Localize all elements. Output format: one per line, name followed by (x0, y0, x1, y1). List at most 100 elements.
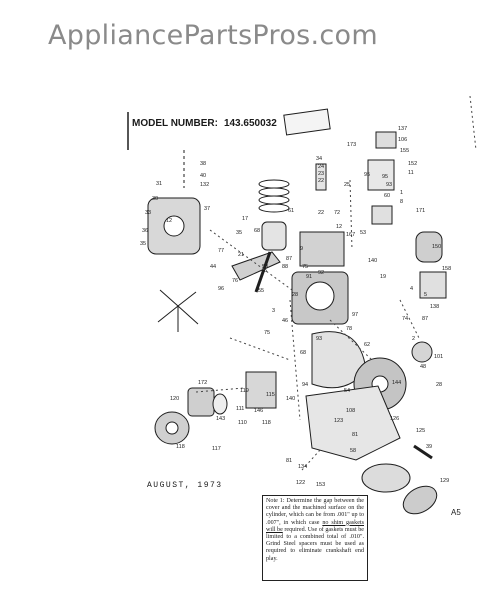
part-label: 146 (254, 408, 263, 414)
valve-spring (315, 163, 327, 191)
part-label: 48 (420, 364, 426, 370)
air-cleaner-cover (375, 131, 397, 149)
part-label: 34 (316, 156, 322, 162)
part-label: 125 (416, 428, 425, 434)
part-label: 46 (282, 318, 288, 324)
piston-ring-1 (258, 179, 290, 189)
part-label: 55 (258, 288, 264, 294)
spark-plug (413, 444, 433, 460)
part-label: 11 (408, 170, 414, 176)
part-label: 72 (334, 210, 340, 216)
part-label: 25 (344, 182, 350, 188)
part-label: 94 (302, 382, 308, 388)
part-label: 75 (264, 330, 270, 336)
note-text-underlined: no shim gaskets will be (266, 519, 364, 533)
watermark-text: AppliancePartsPros.com (48, 20, 378, 51)
part-label: 110 (238, 420, 247, 426)
part-label: 33 (145, 210, 151, 216)
note-text-tail: required. Use of gaskets must be limited… (266, 526, 364, 562)
part-label: 171 (416, 208, 425, 214)
piston-ring-4 (258, 203, 290, 213)
ignition-coil (415, 231, 443, 263)
crankcase-cover-bore (163, 215, 185, 237)
part-label: 96 (218, 286, 224, 292)
part-label: 5 (264, 268, 267, 274)
part-label: 12 (166, 218, 172, 224)
cylinder-head (299, 231, 345, 267)
part-label: 97 (352, 312, 358, 318)
coil-bracket (419, 271, 447, 299)
part-label: 134 (298, 464, 307, 470)
part-label: 111 (236, 406, 244, 412)
part-label: 132 (200, 182, 209, 188)
part-label: 54 (344, 388, 350, 394)
part-label: 76 (232, 278, 238, 284)
part-label: 173 (347, 142, 356, 148)
piston-ring-3 (258, 195, 290, 205)
part-label: 115 (266, 392, 275, 398)
part-label: 74 (402, 316, 408, 322)
part-label: 81 (286, 458, 292, 464)
part-label: 108 (346, 408, 355, 414)
rewind-starter (361, 463, 411, 493)
part-label: 158 (442, 266, 451, 272)
bearing-plate (187, 387, 215, 417)
part-label: 60 (384, 193, 390, 199)
piston (261, 221, 287, 251)
part-label: 138 (430, 304, 439, 310)
pulley-wheel-hub (165, 421, 179, 435)
part-label: 44 (210, 264, 216, 270)
part-label: 93 (386, 182, 392, 188)
model-number-label: MODEL NUMBER: (132, 118, 218, 129)
part-label: 75 (302, 264, 308, 270)
blower-housing-lower (305, 385, 401, 461)
part-label: 92 (318, 270, 324, 276)
part-label: 22 (318, 210, 324, 216)
part-label: 68 (300, 350, 306, 356)
part-label: 58 (350, 448, 356, 454)
part-label: 93 (316, 336, 322, 342)
part-label: 8 (400, 199, 403, 205)
part-label: 35 (140, 241, 146, 247)
part-label: 77 (218, 248, 224, 254)
part-label: 2 (412, 336, 415, 342)
part-label: 87 (286, 256, 292, 262)
starter-pulley (411, 341, 433, 363)
part-label: 17 (242, 216, 248, 222)
part-label: 91 (306, 274, 312, 280)
shim-gasket-note: Note 1: Determine the gap between the co… (262, 495, 368, 581)
part-label: 172 (198, 380, 207, 386)
part-label: 5 (424, 292, 427, 298)
part-label: 30 (152, 196, 158, 202)
leader-lines (195, 179, 421, 471)
part-label: 36 (142, 228, 148, 234)
part-label: 24 (318, 164, 324, 170)
part-label: 153 (316, 482, 325, 488)
part-label: 62 (364, 342, 370, 348)
part-label: 87 (422, 316, 428, 322)
part-label: 28 (436, 382, 442, 388)
part-label: 19 (380, 274, 386, 280)
part-label: 122 (296, 480, 305, 486)
piston-ring-2 (258, 187, 290, 197)
part-label: 61 (288, 208, 294, 214)
part-label: 119 (240, 388, 249, 394)
page-code: A5 (451, 508, 461, 517)
part-label: 40 (200, 173, 206, 179)
part-label: 31 (156, 181, 162, 187)
part-label: 35 (236, 230, 242, 236)
part-label: 129 (440, 478, 449, 484)
part-label: 150 (432, 244, 441, 250)
pin-spokes (157, 289, 199, 332)
note-text-lead: Note 1: Determine the gap between the co… (266, 498, 364, 526)
part-label: 143 (216, 416, 225, 422)
part-label: 37 (204, 206, 210, 212)
part-label: 155 (400, 148, 409, 154)
page-edge-right (469, 95, 477, 151)
part-label: 81 (352, 432, 358, 438)
part-label: 152 (408, 161, 417, 167)
cylinder-bore (305, 281, 335, 311)
part-label: 39 (426, 444, 432, 450)
part-label: 78 (346, 326, 352, 332)
